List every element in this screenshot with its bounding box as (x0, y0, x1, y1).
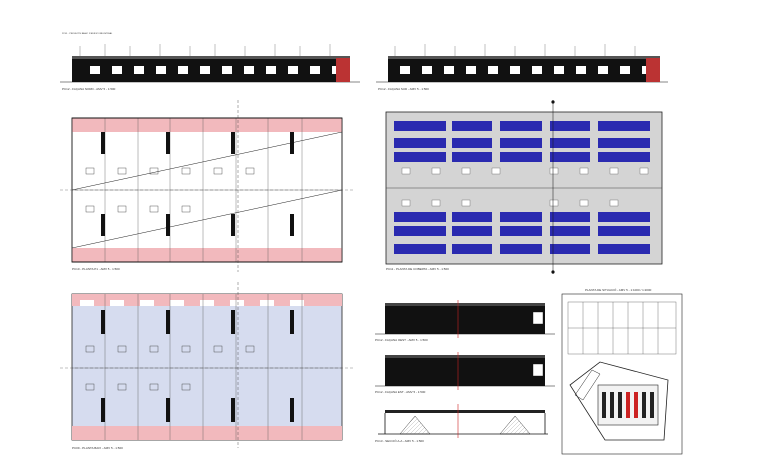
caption-elevation-east: PC12 - FAÇANA OEST - AMV 5 - 1:500 (375, 338, 428, 342)
elevation-south-drawing (376, 44, 668, 83)
caption-roof-plan: PC11 - PLANTA DE COBERTA - AMV 5 - 1:500 (386, 267, 449, 271)
caption-plan-ground: PC09 - PLANTA BAIX - AMV 5 - 1:500 (72, 446, 123, 450)
caption-elevation-south: PC12 - FAÇANA SUD - AMV 5 - 1:500 (378, 87, 429, 91)
roof-plan-drawing (385, 100, 663, 274)
elevation-north-drawing (60, 44, 360, 83)
caption-elevation-north: PC12 - FAÇANA NORD - AMV 5 - 1:500 (62, 87, 116, 91)
site-plan-drawing (561, 293, 683, 455)
caption-elevation-west: PC12 - FAÇANA EST - AMV 5 - 1:500 (375, 390, 426, 394)
section-drawing (378, 404, 548, 438)
elevation-east-drawing (375, 300, 555, 338)
plan-level1-drawing (60, 100, 355, 272)
sheet-note: PC01 · PROJECTE BÀSIC D'EDIFICI INDUSTRI… (62, 33, 113, 35)
site-plan-title: PLANTA DE SITUACIÓ - AMV 5 - 1:1000 / 1:… (585, 288, 652, 292)
elevation-west-drawing (375, 352, 555, 390)
plan-ground-drawing (60, 282, 355, 448)
caption-plan-level1: PC10 - PLANTA P1 - AMV 5 - 1:500 (72, 267, 120, 271)
caption-section: PC13 - SECCIÓ A-A - AMV 5 - 1:500 (375, 439, 424, 443)
